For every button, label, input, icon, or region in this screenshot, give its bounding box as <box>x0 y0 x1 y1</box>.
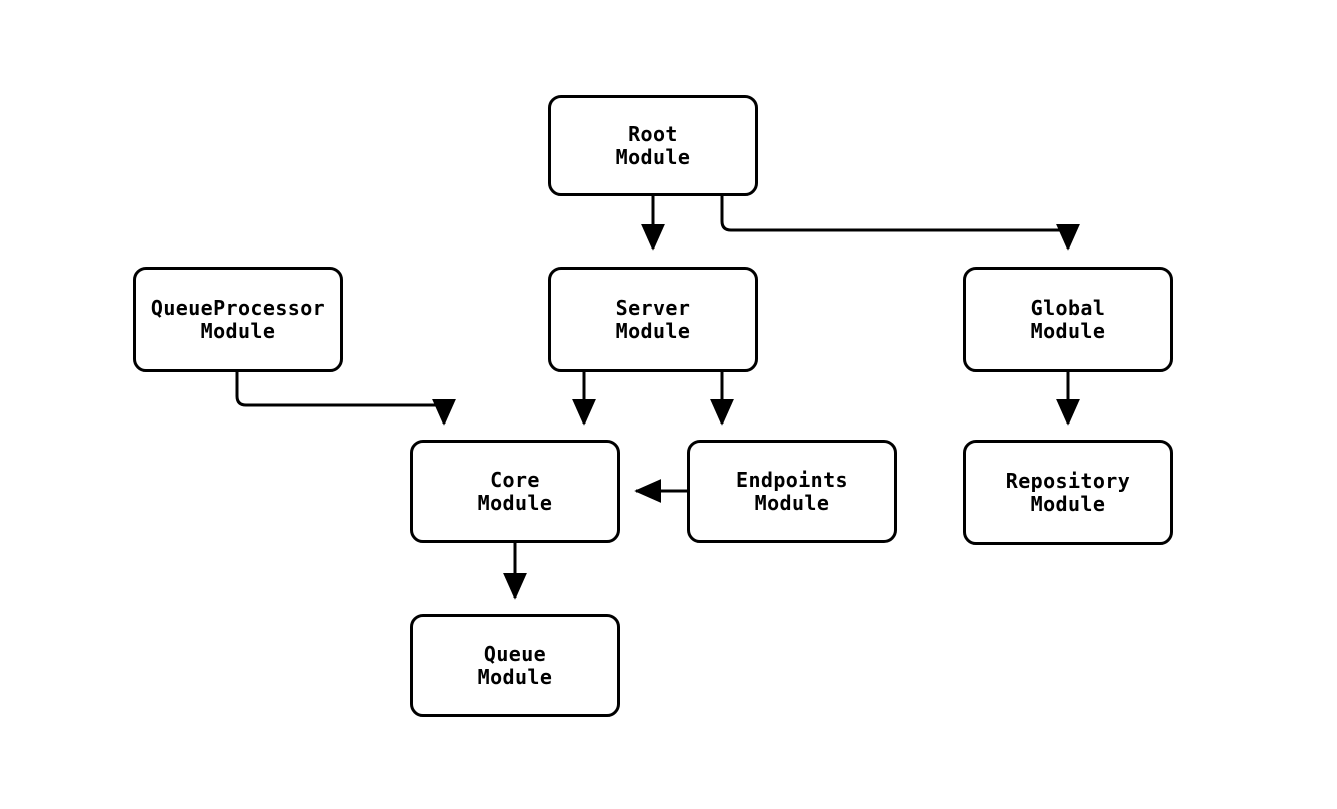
node-core[interactable]: Core Module <box>410 440 620 543</box>
edge-queueprocessor-to-core <box>235 372 456 426</box>
node-core-label-line1: Core <box>490 467 540 492</box>
node-queue-label-line2: Module <box>477 664 553 689</box>
node-repository-label-line2: Module <box>1030 491 1106 516</box>
edge-root-to-global <box>720 196 1080 251</box>
node-root-label-line2: Module <box>615 144 691 169</box>
node-queue[interactable]: Queue Module <box>410 614 620 717</box>
node-server[interactable]: Server Module <box>548 267 758 372</box>
node-global-label-line2: Module <box>1030 318 1106 343</box>
node-queueprocessor-label-line1: QueueProcessor <box>150 295 326 320</box>
node-endpoints-label-line2: Module <box>754 490 830 515</box>
node-repository-label-line1: Repository <box>1005 468 1131 493</box>
node-root[interactable]: Root Module <box>548 95 758 196</box>
node-server-label-line1: Server <box>615 295 691 320</box>
node-endpoints-label-line1: Endpoints <box>736 467 848 492</box>
node-core-label-line2: Module <box>477 490 553 515</box>
node-queueprocessor-label-line2: Module <box>200 318 276 343</box>
node-repository[interactable]: Repository Module <box>963 440 1173 545</box>
node-global-label-line1: Global <box>1030 295 1106 320</box>
node-queueprocessor[interactable]: QueueProcessor Module <box>133 267 343 372</box>
node-root-label-line1: Root <box>628 121 678 146</box>
node-server-label-line2: Module <box>615 318 691 343</box>
node-queue-label-line1: Queue <box>483 641 547 666</box>
node-endpoints[interactable]: Endpoints Module <box>687 440 897 543</box>
node-global[interactable]: Global Module <box>963 267 1173 372</box>
